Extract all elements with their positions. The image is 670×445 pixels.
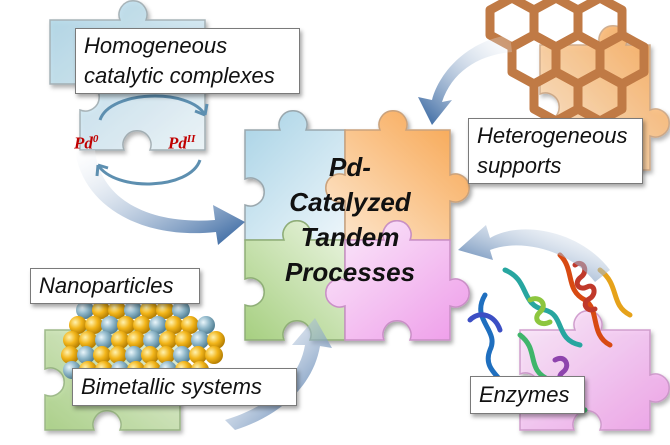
nanoparticle-sphere [111,331,129,349]
nanoparticle-sphere [143,331,161,349]
nanoparticle-sphere [157,346,175,364]
nanoparticle-sphere [85,316,103,334]
nanoparticles-label-box: Nanoparticles [30,268,200,304]
enzymes-label: Enzymes [479,382,570,407]
nanoparticles-label: Nanoparticles [39,273,174,298]
pd-redox-cycle [95,94,209,186]
central-puzzle [244,110,470,341]
nanoparticle-sphere [181,316,199,334]
center-title-line-1: Pd- [329,152,371,182]
nanoparticle-sphere [205,346,223,364]
nanoparticle-sphere [140,301,158,319]
center-title-line-3: Tandem [300,222,400,252]
nanoparticle-sphere [127,331,145,349]
pd0-superscript: 0 [92,133,99,145]
nanoparticle-sphere [77,346,95,364]
central-piece-pink [325,220,470,341]
pdII-label: PdII [168,133,195,154]
nanoparticle-sphere [61,346,79,364]
arrow-heterogeneous-to-center [418,35,512,125]
nanoparticle-sphere [63,331,81,349]
nanoparticle-sphere [125,346,143,364]
pd0-base: Pd [74,133,93,153]
arrow-enzymes-to-center [458,225,610,282]
homogeneous-label-box: Homogeneous catalytic complexes [75,28,300,94]
arrow-homogeneous-to-center [75,150,245,245]
nanoparticle-sphere [207,331,225,349]
nanoparticle-sphere [173,346,191,364]
nanoparticle-sphere [165,316,183,334]
nanoparticle-sphere [156,301,174,319]
nanoparticle-sphere [189,346,207,364]
nanoparticle-sphere [197,316,215,334]
arrow-bimetallic-to-center [225,318,332,430]
nanoparticle-sphere [95,331,113,349]
nanoparticle-sphere [133,316,151,334]
homogeneous-line-2: catalytic complexes [84,63,275,88]
nanoparticle-sphere [93,346,111,364]
homogeneous-line-1: Homogeneous [84,33,228,58]
nanoparticle-sphere [141,346,159,364]
heterogeneous-line-1: Heterogeneous [477,123,628,148]
bimetallic-label: Bimetallic systems [81,374,262,399]
heterogeneous-line-2: supports [477,153,562,178]
pdII-base: Pd [168,133,187,153]
nanoparticle-sphere [149,316,167,334]
center-title-line-2: Catalyzed [289,187,411,217]
nanoparticle-sphere [124,301,142,319]
honeycomb-graphic [485,0,649,126]
nanoparticle-sphere [76,301,94,319]
enzymes-label-box: Enzymes [470,376,585,414]
heterogeneous-label-box: Heterogeneous supports [468,118,643,184]
nanoparticle-sphere [175,331,193,349]
center-title: Pd- Catalyzed Tandem Processes [270,150,430,290]
nanoparticle-sphere [109,346,127,364]
pdII-superscript: II [186,133,196,145]
nanoparticle-sphere [117,316,135,334]
bimetallic-label-box: Bimetallic systems [72,368,297,406]
nanoparticle-sphere [101,316,119,334]
nanoparticle-sphere [191,331,209,349]
nanoparticle-sphere [79,331,97,349]
nanoparticle-sphere [108,301,126,319]
nanoparticle-sphere [159,331,177,349]
pd0-label: Pd0 [74,133,98,154]
nanoparticle-sphere [92,301,110,319]
nanoparticle-sphere [172,301,190,319]
nanoparticle-sphere [69,316,87,334]
center-title-line-4: Processes [284,257,416,287]
